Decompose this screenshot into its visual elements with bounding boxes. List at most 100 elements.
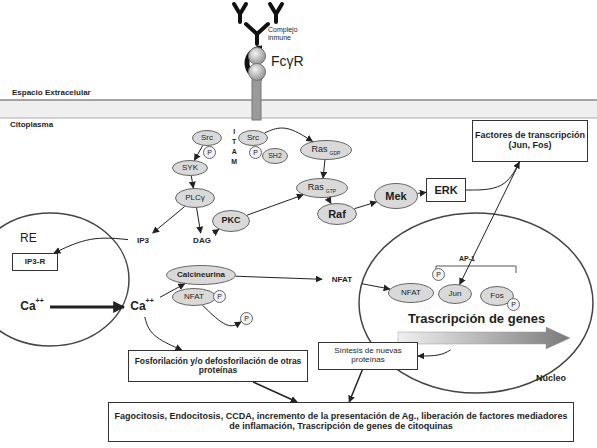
phosphate-circle-shape — [214, 291, 226, 303]
phosphate-circle-text: P — [207, 149, 212, 157]
enzyme-node: PLCγ — [175, 188, 215, 208]
phosphate-circle: P — [213, 290, 226, 303]
gtpase-node-text: GTP — [326, 189, 336, 195]
kinase-node: Raf — [317, 203, 357, 225]
phosphate-circle-shape — [508, 299, 520, 311]
calcium-text-text: Ca — [20, 300, 35, 313]
phosphate-circle: P — [203, 146, 216, 159]
kinase-node: Mek — [374, 183, 418, 209]
signal-arrow — [153, 207, 185, 233]
gtpase-node-text: GDP — [330, 151, 341, 157]
factor-node-text: Jun — [449, 290, 462, 299]
outcome-box: Fosforilación y/o defosforilación de otr… — [128, 350, 308, 382]
kinase-node-shape — [375, 184, 418, 209]
outcome-box-text: Fosforilación y/o defosforilación de otr… — [129, 357, 307, 376]
messenger-text: IP3 — [128, 233, 158, 249]
kinase-box: ERK — [426, 178, 466, 202]
kinase-node: PKC — [212, 210, 250, 232]
reticulum-circle-outline — [0, 212, 130, 347]
domain-node: SH2 — [262, 148, 288, 164]
kinase-node: Src — [192, 130, 222, 146]
kinase-node: Src — [238, 130, 268, 146]
transcription-factor-box-text: Factores de transcripción (Jun, Fos) — [473, 131, 587, 151]
antibody-symbol — [246, 24, 268, 44]
calcium-text-text: ++ — [36, 297, 44, 305]
signal-arrow — [203, 305, 241, 325]
signal-arrow — [362, 284, 390, 289]
factor-node: NFAT — [388, 283, 434, 303]
calcium-text: Ca++ — [14, 297, 50, 317]
phosphate-circle-text: P — [511, 301, 516, 309]
signal-arrow — [145, 317, 182, 350]
factor-node-text: NFAT — [401, 289, 421, 298]
complex-label: Complejo inmune — [268, 26, 314, 41]
kinase-node: SYK — [172, 160, 208, 176]
complex-label: AP-1 — [459, 255, 475, 263]
signal-arrow — [160, 284, 185, 297]
gtpase-node: RasGTP — [296, 178, 348, 198]
gtpase-node-text: Ras — [308, 183, 324, 193]
phosphatase-node-shape — [167, 266, 236, 285]
phosphate-circle-shape — [250, 147, 262, 159]
kinase-node-text: Src — [201, 134, 213, 143]
calcium-text-text: Ca — [130, 300, 145, 313]
signal-arrow — [194, 146, 202, 161]
phosphate-circle-shape — [204, 147, 216, 159]
phosphate-circle: P — [507, 298, 520, 311]
kinase-node-shape — [193, 131, 222, 146]
factor-node-text: Fos — [490, 292, 503, 301]
transcription-arrow: Trascripción de genes — [398, 312, 570, 350]
signal-arrow — [328, 198, 331, 204]
reticulum-circle-text: RE — [20, 232, 37, 245]
factor-node: Jun — [438, 284, 472, 304]
factor-node-shape — [439, 285, 472, 304]
gtpase-node-shape — [297, 179, 348, 198]
phosphatase-node-text: Calcineurina — [177, 271, 225, 280]
kinase-node-text: PKC — [221, 216, 240, 226]
signal-arrow — [236, 276, 322, 279]
phosphate-circle-text: P — [253, 149, 258, 157]
enzyme-node-text: PLCγ — [185, 194, 205, 203]
response-box-text: Fagocitosis, Endocitosis, CCDA, incremen… — [109, 412, 573, 432]
response-box: Fagocitosis, Endocitosis, CCDA, incremen… — [108, 402, 574, 442]
receptor-domain — [249, 64, 266, 81]
gtpase-node: RasGDP — [300, 140, 352, 160]
domain-node-text: SH2 — [268, 152, 282, 160]
kinase-node-shape — [239, 131, 268, 146]
signal-arrow — [354, 202, 376, 209]
membrane-band — [0, 100, 597, 118]
enzyme-node-shape — [176, 189, 215, 208]
receptor-domain — [249, 48, 266, 65]
signal-arrow — [418, 192, 426, 193]
signal-arrow — [265, 128, 313, 141]
phosphate-circle-text: P — [436, 271, 441, 279]
transcription-arrow-text: Trascripción de genes — [408, 312, 545, 326]
reticulum-circle: REIP3-RCa++ — [0, 212, 130, 347]
antibody-symbol — [270, 4, 282, 22]
factor-node-text: NFAT — [184, 293, 204, 302]
signal-arrow — [253, 382, 297, 402]
messenger-text-text: IP3 — [137, 237, 149, 246]
calcium-text: Ca++ — [124, 297, 160, 317]
synthesis-box: Síntesis de nuevas proteínas — [318, 342, 418, 370]
complex-bracket — [436, 266, 516, 273]
gtpase-node-shape — [301, 141, 352, 160]
signal-arrow — [349, 370, 362, 402]
membrane-line — [0, 118, 597, 119]
factor-text-text: NFAT — [332, 276, 352, 285]
signal-arrow — [323, 160, 325, 178]
nucleus-circle-text: Núcleo — [536, 374, 566, 384]
domain-node-shape — [263, 149, 288, 164]
receptor-stem — [252, 78, 261, 120]
signal-arrow — [418, 350, 451, 356]
factor-text: NFAT — [322, 272, 362, 288]
phosphate-circle: P — [249, 146, 262, 159]
gtpase-node-text: Ras — [312, 145, 328, 155]
signal-arrow — [466, 162, 519, 190]
messenger-text: DAG — [186, 233, 218, 249]
kinase-node-text: Raf — [328, 208, 346, 220]
signal-arrow — [247, 195, 303, 215]
signal-arrow — [460, 162, 520, 284]
